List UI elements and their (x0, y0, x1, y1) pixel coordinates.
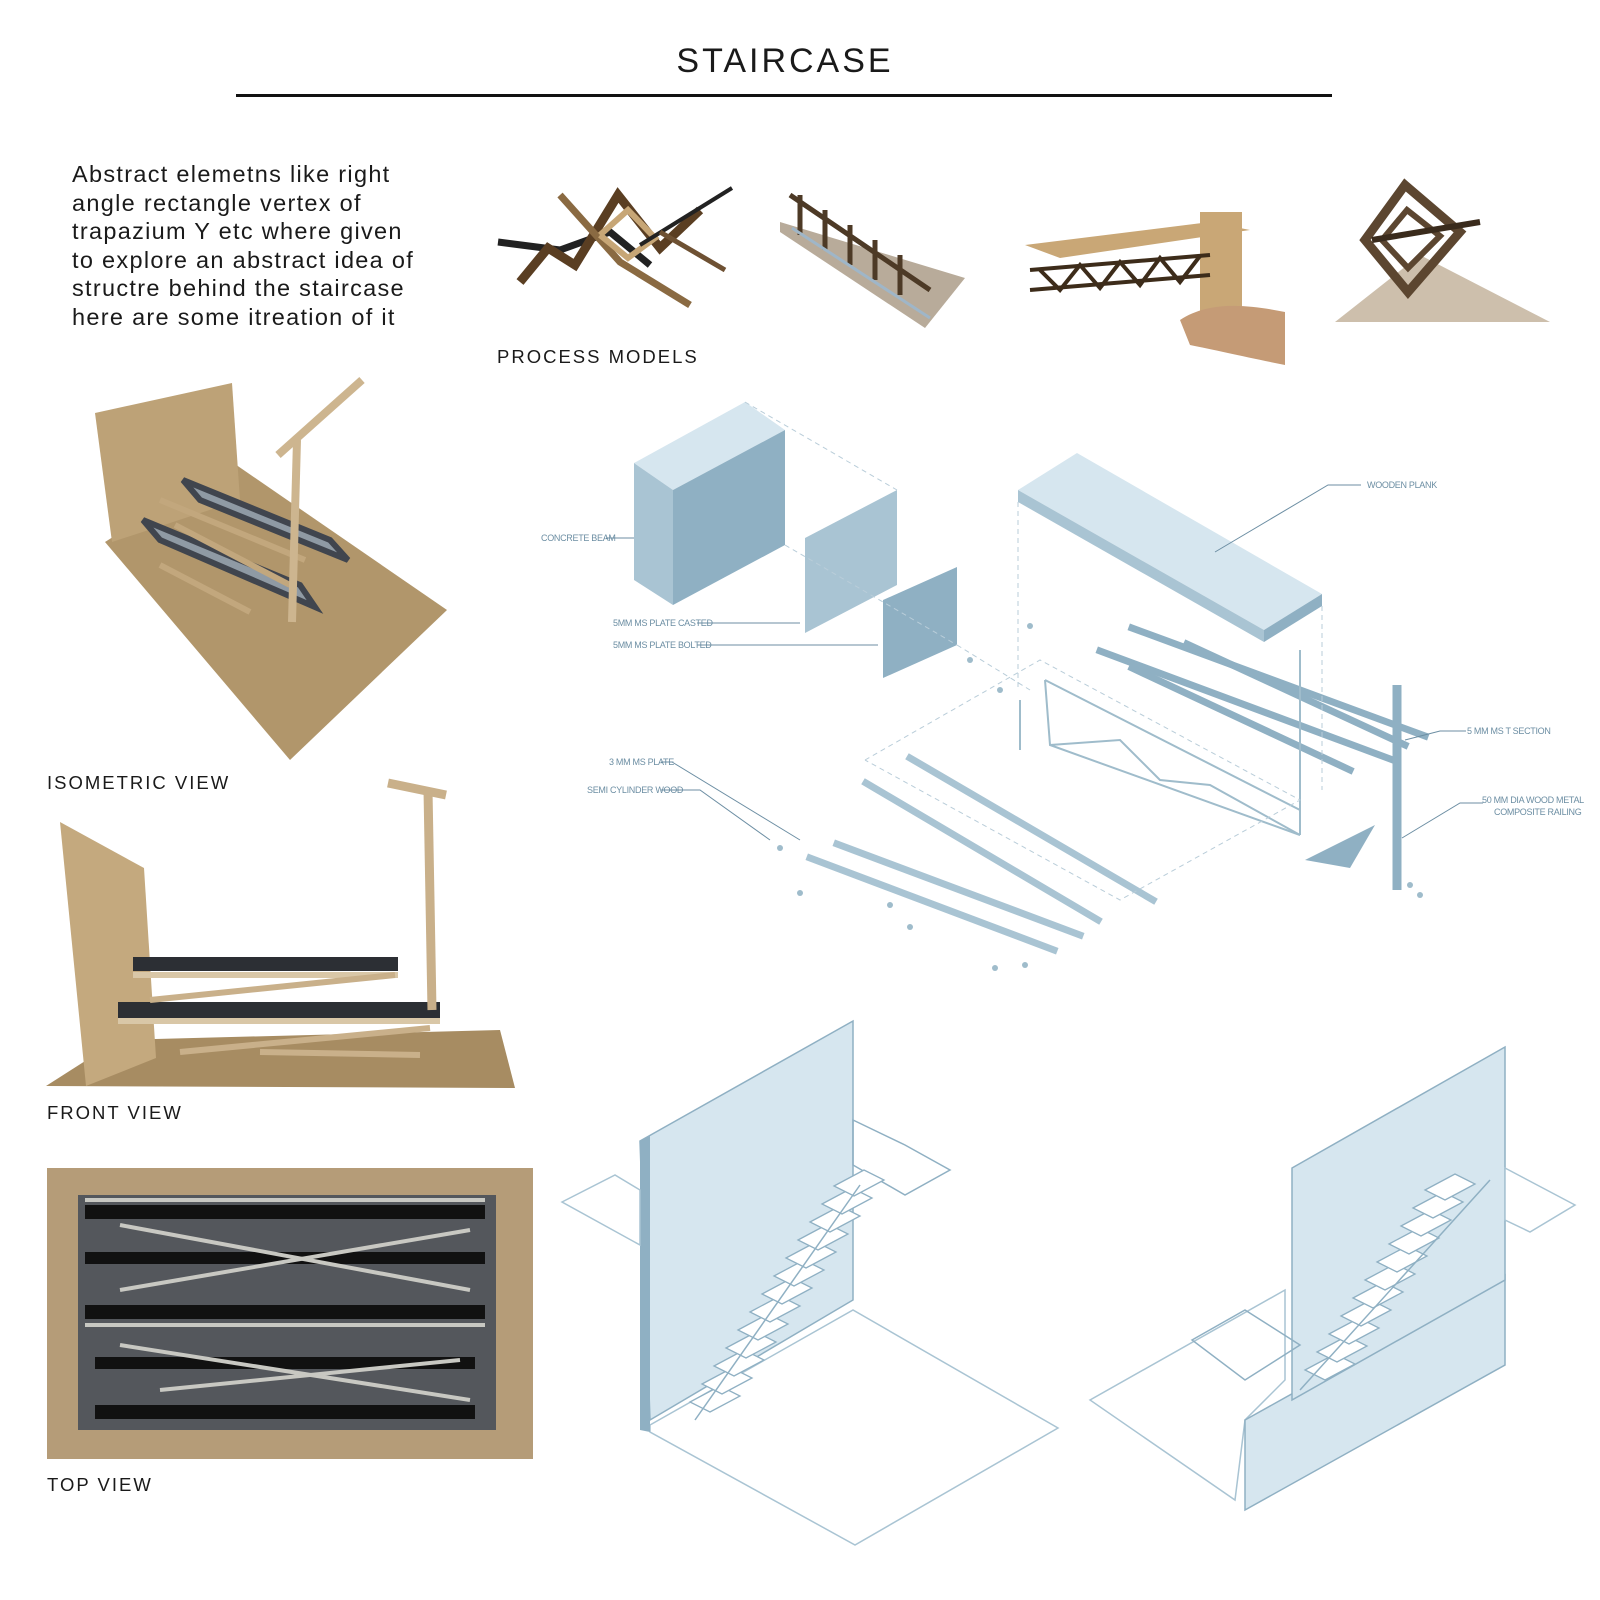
process-model-2 (780, 192, 965, 328)
annot-plate-casted: 5MM MS PLATE CASTED (613, 618, 713, 628)
intro-text: Abstract elemetns like right angle recta… (72, 161, 415, 330)
label-front-view: FRONT VIEW (47, 1102, 183, 1123)
page-title: STAIRCASE (676, 42, 894, 80)
annot-concrete-beam: CONCRETE BEAM (541, 533, 616, 543)
process-model-1 (497, 186, 734, 308)
process-model-3 (1025, 212, 1285, 365)
axonometric-staircase-right (1088, 1045, 1577, 1512)
annot-railing-line2: COMPOSITE RAILING (1494, 807, 1582, 817)
annot-plate-bolted: 5MM MS PLATE BOLTED (613, 640, 712, 650)
process-model-4 (1335, 178, 1550, 322)
front-view-model (46, 778, 515, 1088)
top-view-model (47, 1168, 533, 1459)
axonometric-staircase-left (560, 1019, 1060, 1546)
annot-t-section: 5 MM MS T SECTION (1467, 726, 1551, 736)
annot-railing-line1: 50 MM DIA WOOD METAL (1482, 795, 1584, 805)
annot-ms-plate: 3 MM MS PLATE (609, 757, 674, 767)
plate-bolted (883, 567, 957, 678)
exploded-axonometric-diagram: CONCRETE BEAM 5MM MS PLATE CASTED 5MM MS… (541, 401, 1584, 971)
title-divider (236, 94, 1332, 97)
label-isometric-view: ISOMETRIC VIEW (47, 772, 231, 793)
label-process-models: PROCESS MODELS (497, 346, 699, 367)
label-top-view: TOP VIEW (47, 1474, 153, 1495)
annot-semi-cylinder: SEMI CYLINDER WOOD (587, 785, 684, 795)
isometric-view-model (95, 377, 447, 760)
plate-casted (805, 490, 897, 633)
annot-wooden-plank: WOODEN PLANK (1367, 480, 1437, 490)
